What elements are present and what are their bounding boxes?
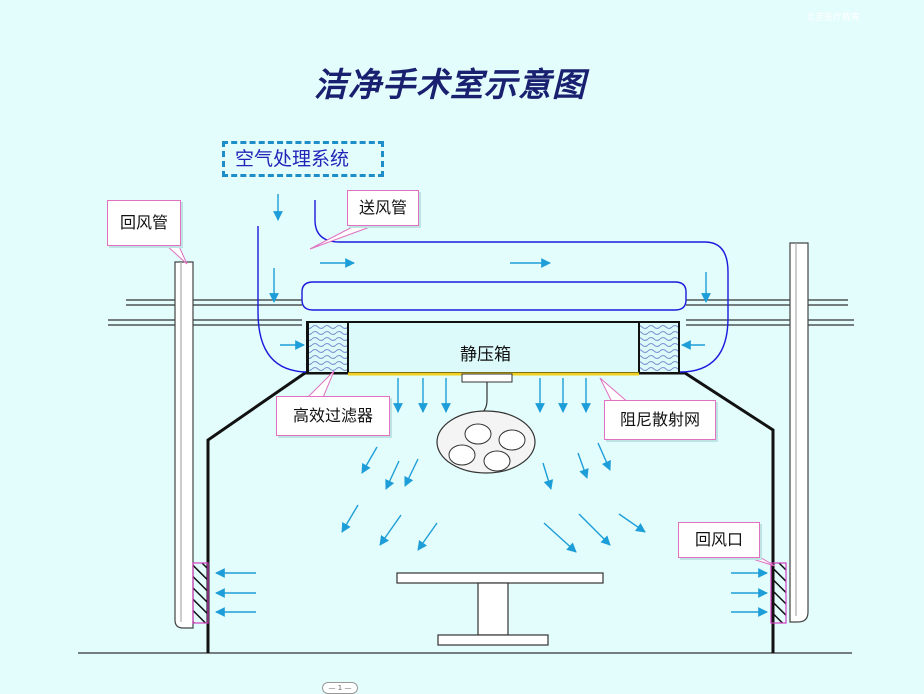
- diagram-title: 洁净手术室示意图: [314, 65, 586, 104]
- callout-pointers: [163, 223, 776, 567]
- plenum-label: 静压箱: [460, 345, 511, 365]
- corner-watermark: 北京医疗教育: [806, 13, 861, 23]
- hepa-filter-label: 高效过滤器: [276, 396, 390, 436]
- page-indicator: — 1 —: [322, 682, 358, 694]
- hepa-filter-left: [307, 321, 349, 374]
- ceiling-lines: [108, 299, 854, 326]
- surgical-lamp: [436, 373, 536, 474]
- ahu-label: 空气处理系统: [222, 141, 384, 177]
- airflow-arrows: [215, 194, 768, 617]
- supply-duct-label: 送风管: [347, 190, 419, 226]
- hepa-filter-right: [638, 321, 680, 374]
- diffuser-label: 阻尼散射网: [604, 400, 716, 440]
- supply-duct: [257, 200, 729, 373]
- return-duct-left: [174, 261, 194, 629]
- return-duct-label: 回风管: [107, 200, 181, 246]
- return-vent-label: 回风口: [678, 522, 760, 558]
- operating-table: [396, 572, 604, 646]
- return-vent-left: [192, 562, 209, 624]
- return-duct-right: [789, 242, 809, 623]
- return-vent-right: [770, 562, 787, 624]
